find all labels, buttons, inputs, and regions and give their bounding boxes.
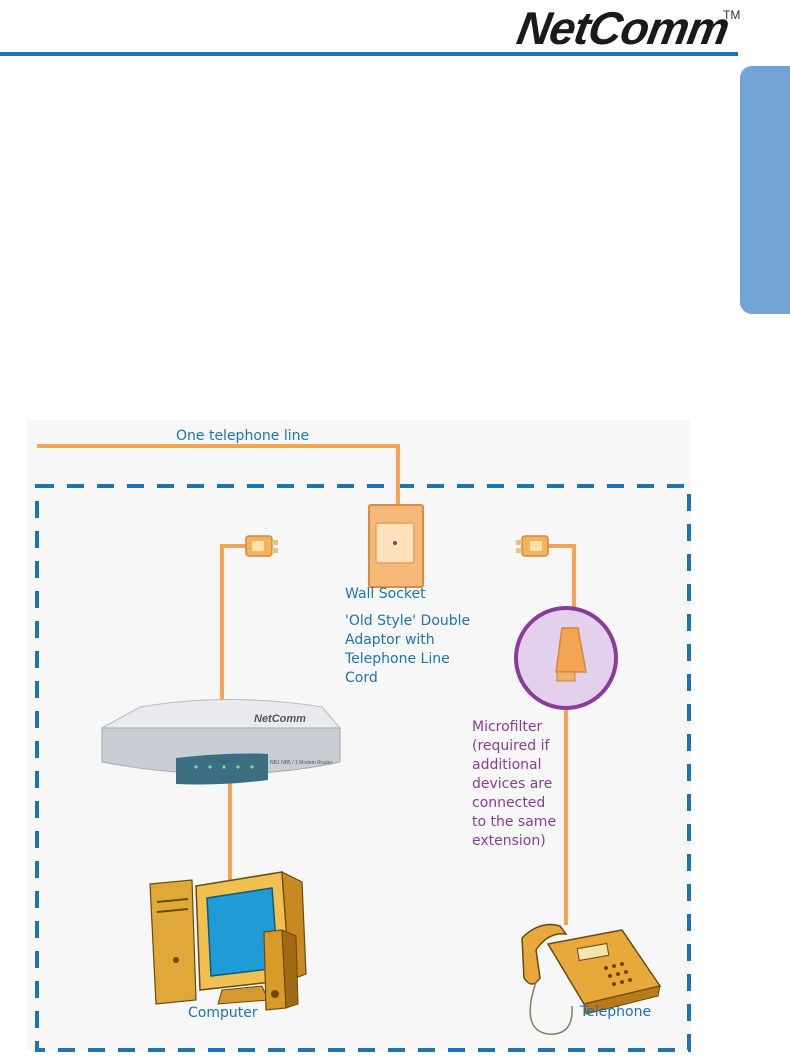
microfilter-label-line: additional (472, 757, 542, 773)
adaptor-label-line: Cord (345, 670, 378, 686)
microfilter-label-line: connected (472, 795, 546, 811)
section-side-tab (740, 66, 790, 314)
computer-label: Computer (188, 1005, 258, 1021)
incoming-phone-line (37, 444, 400, 510)
filter-input-cable (548, 544, 576, 625)
adaptor-label-line: Telephone Line (345, 651, 450, 667)
cables (37, 444, 576, 925)
rj11-plug-icon (516, 535, 549, 557)
phone-line-label: One telephone line (176, 428, 310, 444)
premises-boundary (35, 484, 691, 1052)
microfilter-label-line: to the same (472, 814, 557, 830)
microfilter-icon (514, 606, 618, 710)
modem-model-label: NB1 NB5 / 1 Modem Router (270, 760, 333, 766)
microfilter-label-line: (required if (472, 738, 550, 754)
telephone-label: Telephone (580, 1004, 652, 1020)
trademark-symbol: TM (723, 8, 741, 22)
wall-socket-label: Wall Socket (345, 586, 426, 602)
adaptor-label-line: 'Old Style' Double (345, 613, 471, 629)
microfilter-label-line: Microfilter (472, 719, 543, 735)
wall-socket-icon (368, 504, 424, 588)
header-rule (0, 52, 738, 56)
microfilter-label: Microfilter (required if additional devi… (472, 718, 556, 851)
microfilter-label-line: extension) (472, 833, 546, 849)
modem-router-icon (101, 699, 342, 785)
telephone-icon (521, 923, 662, 1035)
microfilter-label-line: devices are (472, 776, 553, 792)
rj11-plug-icon (245, 535, 278, 557)
modem-line-cable (220, 544, 246, 720)
modem-brand-label: NetComm (254, 713, 306, 725)
computer-icon (149, 870, 307, 1011)
adaptor-label: 'Old Style' Double Adaptor with Telephon… (345, 612, 470, 688)
adaptor-label-line: Adaptor with (345, 632, 435, 648)
